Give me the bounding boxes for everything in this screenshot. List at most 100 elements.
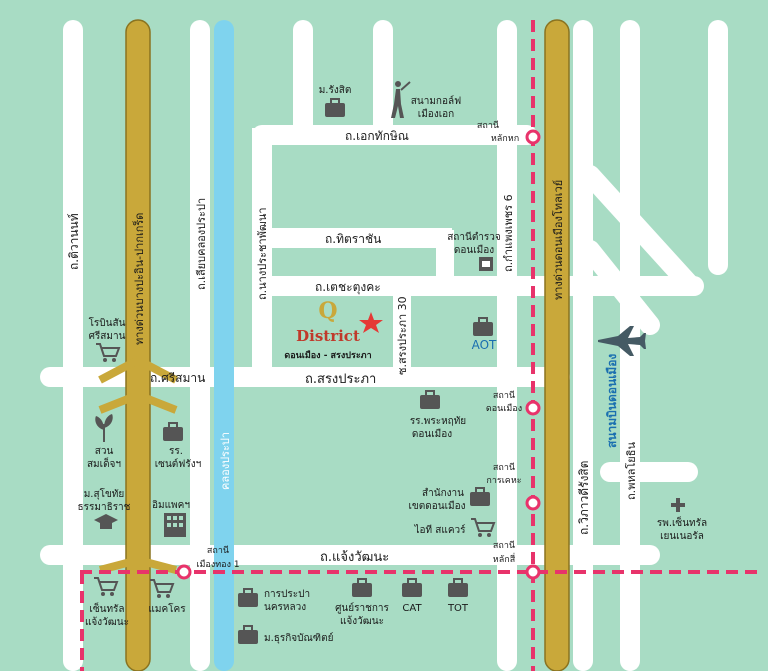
road-east-spur	[600, 462, 698, 482]
poi-police-line2: ดอนเมือง	[454, 244, 494, 256]
briefcase-icon	[325, 98, 345, 117]
road-label-thitrachan: ถ.ทิตราชัน	[325, 232, 381, 246]
brand-logo-q: Q	[318, 298, 337, 324]
briefcase-icon	[352, 578, 372, 597]
station-lak-hok-line1: สถานี	[477, 120, 499, 131]
poi-aot: AOT	[472, 338, 497, 352]
road-chaengwattana	[40, 545, 660, 565]
road-kamphaengphet-6	[497, 20, 517, 671]
road-liap-khlong-prapa	[190, 20, 210, 671]
road-techatungkha	[252, 276, 704, 296]
poi-tot: TOT	[447, 603, 469, 614]
poi-robinson-line1: โรบินสัน	[89, 316, 126, 329]
road-label-tollway: ทางด่วนดอนเมืองโทลเวย์	[551, 180, 565, 300]
poi-makro: แมคโคร	[148, 602, 186, 615]
road-label-songprapa-30: ซ.สรงประภา 30	[396, 296, 409, 375]
briefcase-icon	[470, 487, 490, 506]
briefcase-icon	[402, 578, 422, 597]
airplane-icon	[598, 326, 646, 356]
station-mueang-thong-line1: สถานี	[207, 545, 229, 556]
briefcase-icon	[238, 588, 258, 607]
road-label-srisaman: ถ.ศรีสมาน	[150, 371, 205, 385]
poi-stc-univ-line2: ธรรมาธิราช	[78, 502, 131, 513]
station-kan-kheha-line1: สถานี	[493, 462, 515, 473]
station-marker-don-mueang	[525, 400, 541, 416]
poi-stjohn-line1: รร.	[169, 446, 183, 457]
road-ekathachin	[252, 125, 537, 145]
canal-label: คลองประปา	[219, 432, 232, 490]
expressway-ramps	[98, 355, 178, 574]
star-icon	[359, 312, 383, 333]
station-marker-lak-hok	[525, 129, 541, 145]
poi-cat: CAT	[402, 603, 422, 614]
poi-robinson-line2: ศรีสมาน	[89, 330, 126, 342]
golfer-icon	[391, 81, 411, 118]
road-label-phahonyothin: ถ.พหลโยธิน	[624, 442, 638, 500]
q-district-marker[interactable]: Q District ดอนเมือง - สรงประภา	[284, 298, 383, 361]
poi-golf-line1: สนามกอล์ฟ	[411, 95, 461, 107]
poi-hospital-line1: รพ.เซ็นทรัล	[657, 515, 707, 529]
poi-golf-line2: เมืองเอก	[418, 108, 454, 120]
poi-pradit-line1: รร.พระหฤทัย	[410, 416, 466, 427]
poi-icons	[94, 81, 685, 644]
station-lak-hok-line2: หลักหก	[491, 134, 519, 144]
brand-subtitle: ดอนเมือง - สรงประภา	[284, 349, 371, 361]
station-kan-kheha-line2: การเคหะ	[486, 476, 521, 486]
road-diagonal-2	[580, 240, 660, 335]
road-tiwanon	[63, 20, 83, 671]
road-label-nangprachapattana: ถ.นางประชาพัฒนา	[256, 207, 269, 300]
station-lak-si-line2: หลักสี่	[493, 552, 516, 565]
road-label-chaengwattana: ถ.แจ้งวัฒนะ	[320, 550, 389, 565]
poi-district-office-line1: สำนักงาน	[422, 488, 464, 499]
road-network	[40, 20, 728, 671]
poi-dpu: ม.ธุรกิจบัณฑิตย์	[264, 632, 333, 644]
poi-hospital-line2: เยนเนอรัล	[660, 531, 704, 542]
road-phahonyothin	[620, 20, 640, 671]
expressway-tollway	[544, 19, 570, 671]
poi-central-line2: แจ้งวัฒนะ	[85, 616, 129, 628]
canal-prapa	[214, 20, 234, 671]
station-don-mueang-line1: สถานี	[493, 390, 515, 401]
expressway-west	[125, 19, 151, 671]
station-don-mueang-line2: ดอนเมือง	[486, 403, 522, 414]
road-label-ekathachin: ถ.เอกทักษิณ	[345, 129, 409, 143]
hospital-cross-icon	[671, 498, 685, 512]
briefcase-icon	[163, 422, 183, 441]
poi-airport: สนามบินดอนเมือง	[605, 354, 619, 448]
poi-gov-center-line1: ศูนย์ราชการ	[335, 602, 389, 614]
station-marker-lak-si	[525, 564, 541, 580]
poi-mwa-line2: นครหลวง	[264, 602, 306, 613]
road-nangprachapattana	[252, 128, 272, 374]
road-thitrachan	[252, 228, 452, 248]
poi-police-line1: สถานีตำรวจ	[447, 231, 501, 243]
road-north-stub-1	[293, 20, 313, 135]
road-label-techatungkha: ถ.เตชะตุงคะ	[315, 280, 381, 295]
briefcase-icon	[448, 578, 468, 597]
briefcase-icon	[420, 390, 440, 409]
road-label-tiwanon: ถ.ติวานนท์	[67, 213, 81, 270]
briefcase-icon	[238, 625, 258, 644]
cart-icon	[150, 579, 175, 598]
road-label-expressway-west: ทางด่วนบางปะอิน-ปากเกร็ด	[132, 213, 146, 345]
road-label-liap-khlong: ถ.เลียบคลองประปา	[195, 198, 208, 290]
poi-mwa-line1: การประปา	[264, 589, 310, 600]
road-north-stub-2	[373, 20, 393, 135]
plant-icon	[95, 414, 113, 442]
station-lak-si-line1: สถานี	[493, 540, 515, 551]
station-marker-kan-kheha	[525, 495, 541, 511]
station-marker-mueang-thong	[176, 564, 192, 580]
police-icon	[479, 257, 493, 271]
road-diagonal-1	[580, 165, 700, 295]
poi-impact: อิมแพคฯ	[152, 500, 190, 511]
road-label-songprapa: ถ.สรงประภา	[305, 372, 376, 387]
road-label-kamphaengphet-6: ถ.กำแพงเพชร 6	[502, 194, 515, 272]
poi-district-office-line2: เขตดอนเมือง	[409, 500, 466, 512]
building-icon	[164, 513, 186, 537]
road-songprapa-30	[393, 282, 411, 377]
poi-central-line1: เซ็นทรัล	[89, 601, 124, 615]
brand-name: District	[296, 327, 360, 345]
poi-gov-center-line2: แจ้งวัฒนะ	[340, 615, 384, 627]
poi-stc-univ-line1: ม.สุโขทัย	[84, 487, 125, 500]
poi-pradit-line2: ดอนเมือง	[412, 428, 452, 440]
